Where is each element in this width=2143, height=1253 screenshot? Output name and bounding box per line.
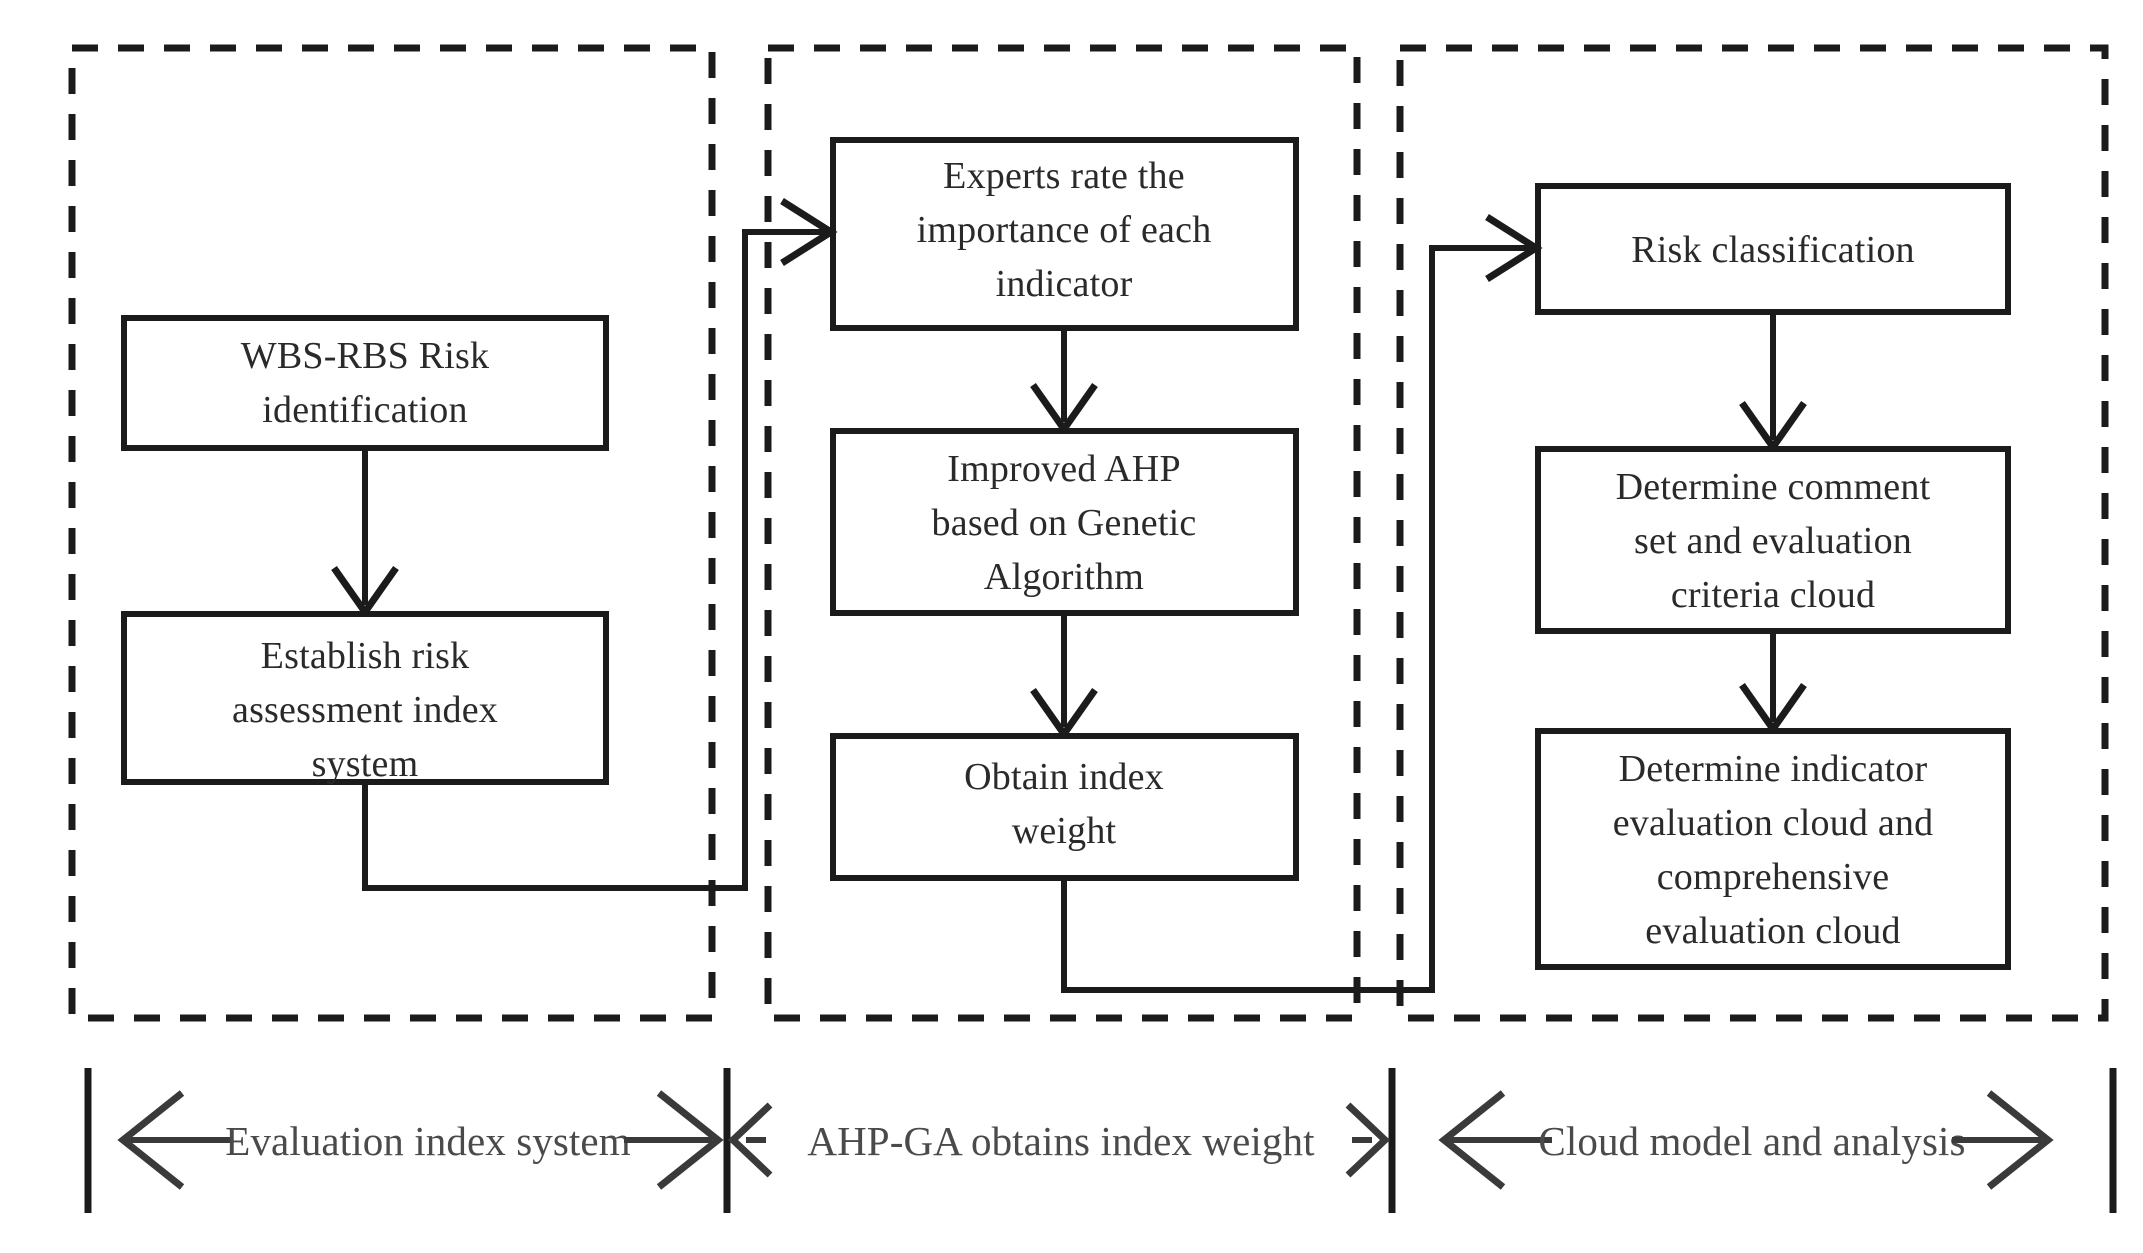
node-determine-comment-line-3: criteria cloud: [1671, 574, 1875, 616]
phase-3-right-arrowhead: [1986, 1090, 2054, 1190]
node-experts-rate-line-2: importance of each: [917, 209, 1212, 251]
phase-3-left-arrowhead: [1438, 1090, 1506, 1190]
node-wbs-rbs-box[interactable]: [121, 315, 609, 451]
node-determine-indicator-line-3: comprehensive: [1657, 856, 1890, 898]
node-determine-indicator-line-1: Determine indicator: [1619, 748, 1928, 790]
node-risk-classification-line-1: Risk classification: [1631, 229, 1914, 271]
node-improved-ahp-line-2: based on Genetic: [932, 502, 1197, 544]
node-determine-comment-line-1: Determine comment: [1616, 466, 1931, 508]
node-establish-index-line-1: Establish risk: [261, 635, 470, 677]
phase-2-right-arrowhead: [1345, 1102, 1391, 1178]
node-determine-indicator-line-2: evaluation cloud and: [1613, 802, 1934, 844]
group-frame-ahp-ga: [764, 44, 1361, 1022]
phase-1-right-arrowhead: [656, 1090, 724, 1190]
node-wbs-rbs-line-2: identification: [262, 389, 467, 431]
node-obtain-weight-box[interactable]: [830, 733, 1299, 881]
phase-2-label: AHP-GA obtains index weight: [807, 1118, 1315, 1164]
node-obtain-weight-line-1: Obtain index: [964, 756, 1164, 798]
node-determine-indicator-line-4: evaluation cloud: [1645, 910, 1900, 952]
node-establish-index-line-3: system: [312, 743, 419, 785]
node-experts-rate-line-1: Experts rate the: [943, 155, 1185, 197]
node-determine-indicator-box[interactable]: [1535, 728, 2011, 970]
node-wbs-rbs-line-1: WBS-RBS Risk: [241, 335, 489, 377]
edge-weight-to-risk-line: [1061, 245, 1531, 993]
edge-establish-to-experts-line: [362, 229, 826, 891]
edge-weight-to-risk-arrowhead: [1485, 214, 1543, 282]
node-establish-index-line-2: assessment index: [232, 689, 498, 731]
group-frame-cloud-model: [1396, 44, 2109, 1022]
node-obtain-weight-line-2: weight: [1012, 810, 1117, 852]
node-improved-ahp-line-3: Algorithm: [984, 556, 1144, 598]
phase-1-left-arrowhead: [117, 1090, 185, 1190]
node-experts-rate-line-3: indicator: [996, 263, 1133, 305]
phase-3-label: Cloud model and analysis: [1538, 1118, 1965, 1164]
phase-1-label: Evaluation index system: [225, 1118, 630, 1164]
group-frame-evaluation-index-system: [68, 44, 716, 1022]
node-improved-ahp-box[interactable]: [830, 428, 1299, 616]
node-experts-rate-box[interactable]: [830, 137, 1299, 331]
phase-2-left-arrowhead: [727, 1102, 773, 1178]
edge-establish-to-experts-arrowhead: [780, 198, 838, 266]
node-determine-comment-line-2: set and evaluation: [1634, 520, 1912, 562]
node-improved-ahp-line-1: Improved AHP: [947, 448, 1181, 490]
node-determine-comment-box[interactable]: [1535, 446, 2011, 634]
